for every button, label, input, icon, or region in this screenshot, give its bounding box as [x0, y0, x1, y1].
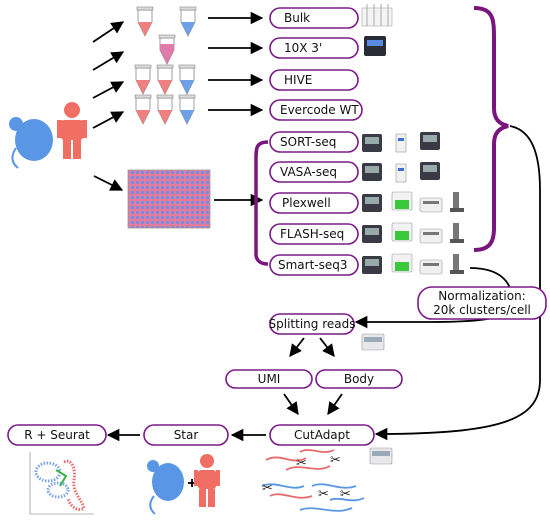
method-pill-plexwell: Plexwell	[269, 192, 359, 214]
umi-label: UMI	[258, 372, 281, 386]
body-label: Body	[344, 372, 374, 386]
method-arrows	[208, 11, 264, 207]
method-pill-evercode: Evercode WT	[269, 99, 363, 121]
method-pill-10x: 10X 3'	[269, 37, 359, 59]
method-pill-bulk: Bulk	[269, 7, 359, 29]
r-seurat-label: R + Seurat	[24, 428, 90, 442]
splitting-reads-label: Splitting reads	[269, 317, 356, 331]
umap-plot	[29, 452, 94, 515]
mouse-icon-bottom	[147, 460, 184, 515]
method-label-vasa-seq: VASA-seq	[280, 165, 337, 179]
svg-text:✂: ✂	[330, 453, 341, 468]
instrument-icons	[361, 4, 464, 275]
method-label-hive: HIVE	[284, 73, 312, 87]
method-pill-flash-seq: FLASH-seq	[269, 223, 359, 245]
normalization-line-1: Normalization:	[438, 289, 525, 303]
body-node: Body	[315, 369, 403, 389]
svg-text:✂: ✂	[340, 487, 351, 502]
svg-text:✂: ✂	[296, 456, 307, 471]
split-arrows	[289, 337, 335, 357]
method-label-smart-seq3: Smart-seq3	[278, 258, 348, 272]
method-label-plexwell: Plexwell	[282, 196, 331, 210]
svg-text:✂: ✂	[318, 487, 329, 502]
method-pill-vasa-seq: VASA-seq	[269, 161, 359, 183]
scissors-icons: ✂ ✂ ✂ ✂ ✂	[262, 453, 351, 502]
star-node: Star	[143, 424, 229, 446]
normalization-note: Normalization: 20k clusters/cell	[417, 286, 547, 320]
splitting-reads-node: Splitting reads	[269, 313, 356, 335]
cutadapt-node: CutAdapt	[269, 424, 375, 446]
plate-method-bracket	[254, 140, 269, 266]
method-label-bulk: Bulk	[284, 11, 310, 25]
server-icon-2	[369, 447, 393, 465]
method-label-10x: 10X 3'	[284, 41, 322, 55]
method-pill-sort-seq: SORT-seq	[269, 131, 359, 153]
cutadapt-label: CutAdapt	[294, 428, 350, 442]
merge-arrows	[283, 393, 343, 416]
star-label: Star	[174, 428, 199, 442]
human-icon-bottom	[194, 454, 220, 507]
well-plate	[127, 169, 211, 229]
mouse-icon	[9, 117, 53, 169]
umi-node: UMI	[225, 369, 313, 389]
human-icon	[57, 102, 87, 159]
method-label-flash-seq: FLASH-seq	[280, 227, 344, 241]
organism-arrows	[92, 21, 125, 191]
method-pill-smart-seq3: Smart-seq3	[269, 254, 359, 276]
method-label-sort-seq: SORT-seq	[280, 135, 336, 149]
method-label-evercode: Evercode WT	[280, 103, 359, 117]
svg-text:✂: ✂	[262, 481, 273, 496]
normalization-line-2: 20k clusters/cell	[433, 303, 531, 317]
sample-tubes	[134, 6, 197, 125]
bracket-to-cutadapt-line	[374, 125, 541, 441]
server-icon-1	[361, 333, 385, 351]
trimmed-reads-illustration	[261, 449, 365, 512]
method-group-bracket	[473, 6, 509, 252]
r-seurat-node: R + Seurat	[7, 424, 107, 446]
method-pill-hive: HIVE	[269, 69, 359, 91]
